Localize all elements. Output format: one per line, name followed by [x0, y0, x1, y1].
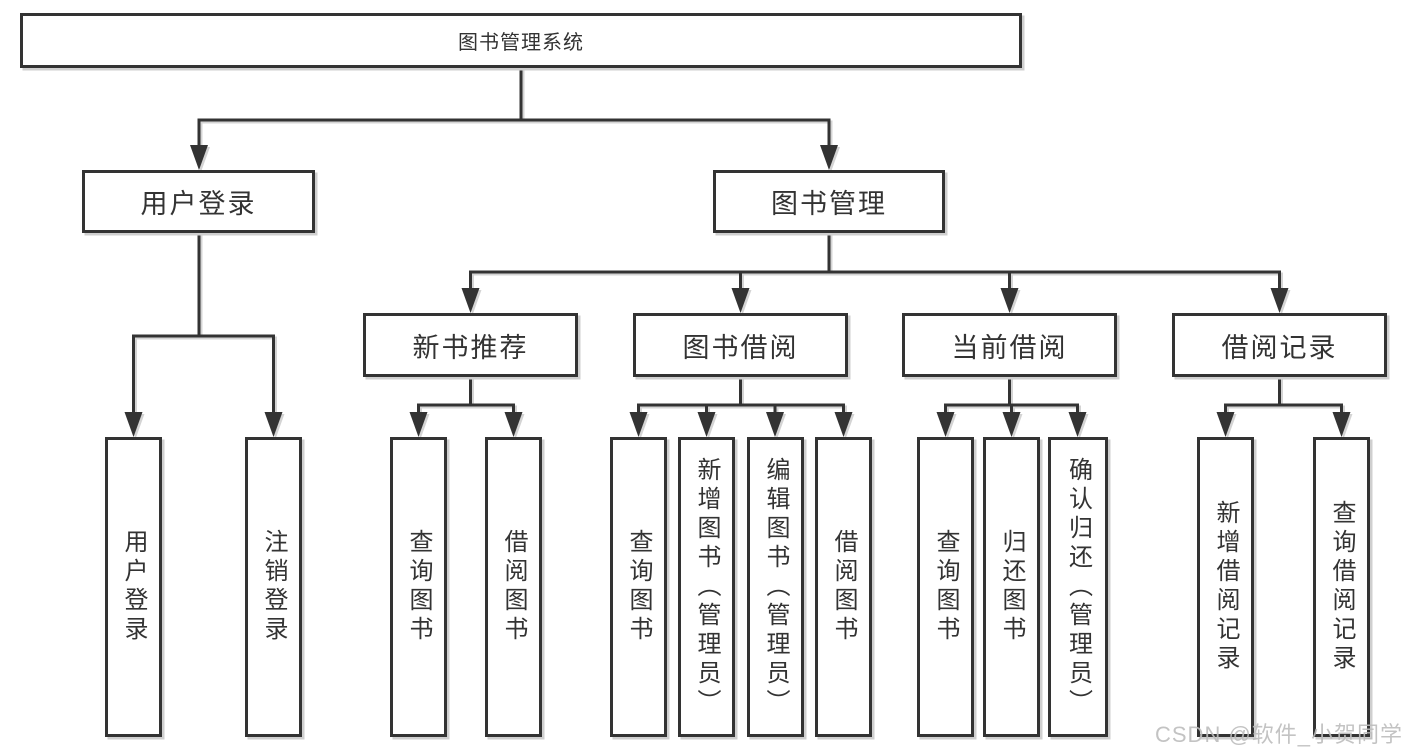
leaf-current-confirm-return-admin: 确认归还（管理员）: [1048, 437, 1108, 737]
node-borrowing-records: 借阅记录: [1172, 313, 1387, 377]
leaf-borrowing-edit-books-admin: 编辑图书（管理员）: [747, 437, 804, 737]
node-current-borrowing: 当前借阅: [902, 313, 1117, 377]
leaf-recommend-query-books: 查询图书: [390, 437, 447, 737]
node-book-borrowing: 图书借阅: [633, 313, 848, 377]
leaf-borrowing-borrow-books: 借阅图书: [815, 437, 872, 737]
leaf-records-query-record: 查询借阅记录: [1313, 437, 1370, 737]
csdn-watermark: CSDN @软件_小贺同学: [1155, 722, 1404, 747]
leaf-current-return-books: 归还图书: [983, 437, 1040, 737]
node-user-login: 用户登录: [82, 170, 315, 233]
leaf-borrowing-query-books: 查询图书: [610, 437, 667, 737]
arrowheads: [124, 145, 1351, 437]
leaf-logout: 注销登录: [245, 437, 302, 737]
leaf-user-login: 用户登录: [105, 437, 162, 737]
leaf-current-query-books: 查询图书: [917, 437, 974, 737]
leaf-records-add-record: 新增借阅记录: [1197, 437, 1254, 737]
leaf-recommend-borrow-books: 借阅图书: [485, 437, 542, 737]
node-book-management: 图书管理: [713, 170, 945, 233]
node-new-book-recommendation: 新书推荐: [363, 313, 578, 377]
node-library-management-system: 图书管理系统: [20, 13, 1022, 68]
leaf-borrowing-add-books-admin: 新增图书（管理员）: [678, 437, 735, 737]
